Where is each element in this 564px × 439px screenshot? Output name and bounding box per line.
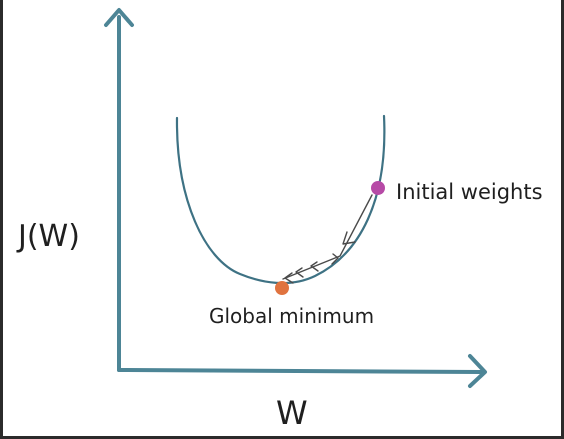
descent-arrowhead-5 bbox=[284, 272, 294, 284]
x-axis-label: W bbox=[276, 394, 308, 432]
cost-curve bbox=[175, 114, 386, 285]
descent-arrowhead-1 bbox=[342, 231, 356, 245]
x-axis-line bbox=[117, 368, 483, 374]
initial-weights-label: Initial weights bbox=[396, 180, 543, 204]
x-axis bbox=[117, 354, 487, 388]
descent-arrowhead-4 bbox=[295, 267, 304, 278]
descent-line bbox=[282, 194, 373, 280]
global-minimum-label: Global minimum bbox=[209, 304, 374, 328]
x-axis-arrowhead bbox=[468, 354, 487, 388]
diagram-canvas: J(W) W Initial weights Global minimum bbox=[3, 0, 561, 436]
descent-arrowhead-2 bbox=[331, 253, 339, 265]
y-axis-label: J(W) bbox=[16, 219, 80, 254]
y-axis-arrowhead bbox=[104, 8, 134, 27]
y-axis bbox=[104, 8, 134, 372]
descent-arrowhead-3 bbox=[310, 261, 319, 272]
global-minimum-point bbox=[275, 281, 289, 295]
gradient-descent-diagram: J(W) W Initial weights Global minimum bbox=[16, 8, 543, 432]
initial-weights-point bbox=[371, 181, 385, 195]
descent-path bbox=[282, 194, 373, 284]
